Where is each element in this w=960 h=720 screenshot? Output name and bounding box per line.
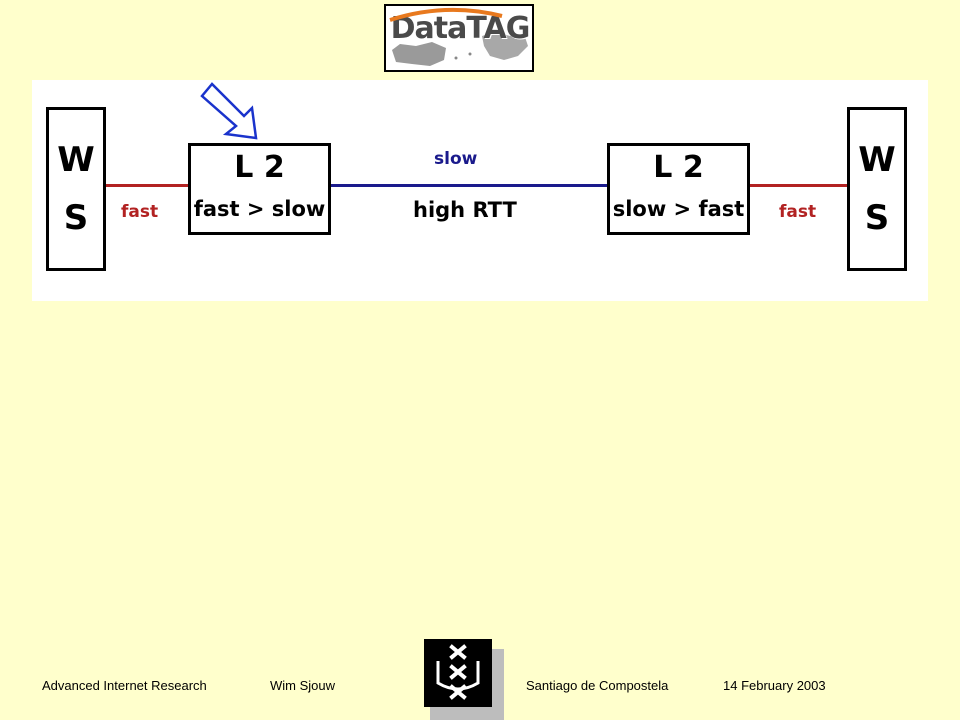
pointer-arrow-icon bbox=[200, 82, 258, 140]
slow-label: slow bbox=[434, 149, 478, 169]
right-l2-switch: L 2 slow > fast bbox=[607, 143, 750, 235]
datatag-logo: DataTAG bbox=[384, 4, 534, 72]
network-diagram: W S W S L 2 fast > slow L 2 slow > fast … bbox=[32, 80, 928, 301]
footer-org: Advanced Internet Research bbox=[42, 678, 207, 693]
l2-subtitle: fast > slow bbox=[193, 197, 326, 221]
left-workstation: W S bbox=[46, 107, 106, 271]
right-workstation: W S bbox=[847, 107, 907, 271]
right-fast-link bbox=[749, 184, 848, 187]
left-fast-link bbox=[105, 184, 189, 187]
ws-letter: W bbox=[57, 140, 95, 180]
logo-swoosh bbox=[389, 7, 503, 22]
right-fast-label: fast bbox=[779, 202, 817, 222]
l2-subtitle: slow > fast bbox=[612, 197, 745, 221]
footer-date: 14 February 2003 bbox=[723, 678, 826, 693]
logo-text: DataTAG bbox=[390, 11, 531, 46]
uva-logo bbox=[424, 639, 504, 720]
ws-letter: W bbox=[858, 140, 896, 180]
ws-letter: S bbox=[864, 198, 890, 238]
high-rtt-label: high RTT bbox=[413, 198, 517, 222]
left-l2-switch: L 2 fast > slow bbox=[188, 143, 331, 235]
l2-title: L 2 bbox=[653, 150, 704, 185]
left-fast-label: fast bbox=[121, 202, 159, 222]
logo-map-graphic bbox=[392, 32, 528, 66]
ws-letter: S bbox=[63, 198, 89, 238]
footer-author: Wim Sjouw bbox=[270, 678, 336, 693]
slow-link bbox=[330, 184, 608, 187]
l2-title: L 2 bbox=[234, 150, 285, 185]
footer-location: Santiago de Compostela bbox=[526, 678, 669, 693]
